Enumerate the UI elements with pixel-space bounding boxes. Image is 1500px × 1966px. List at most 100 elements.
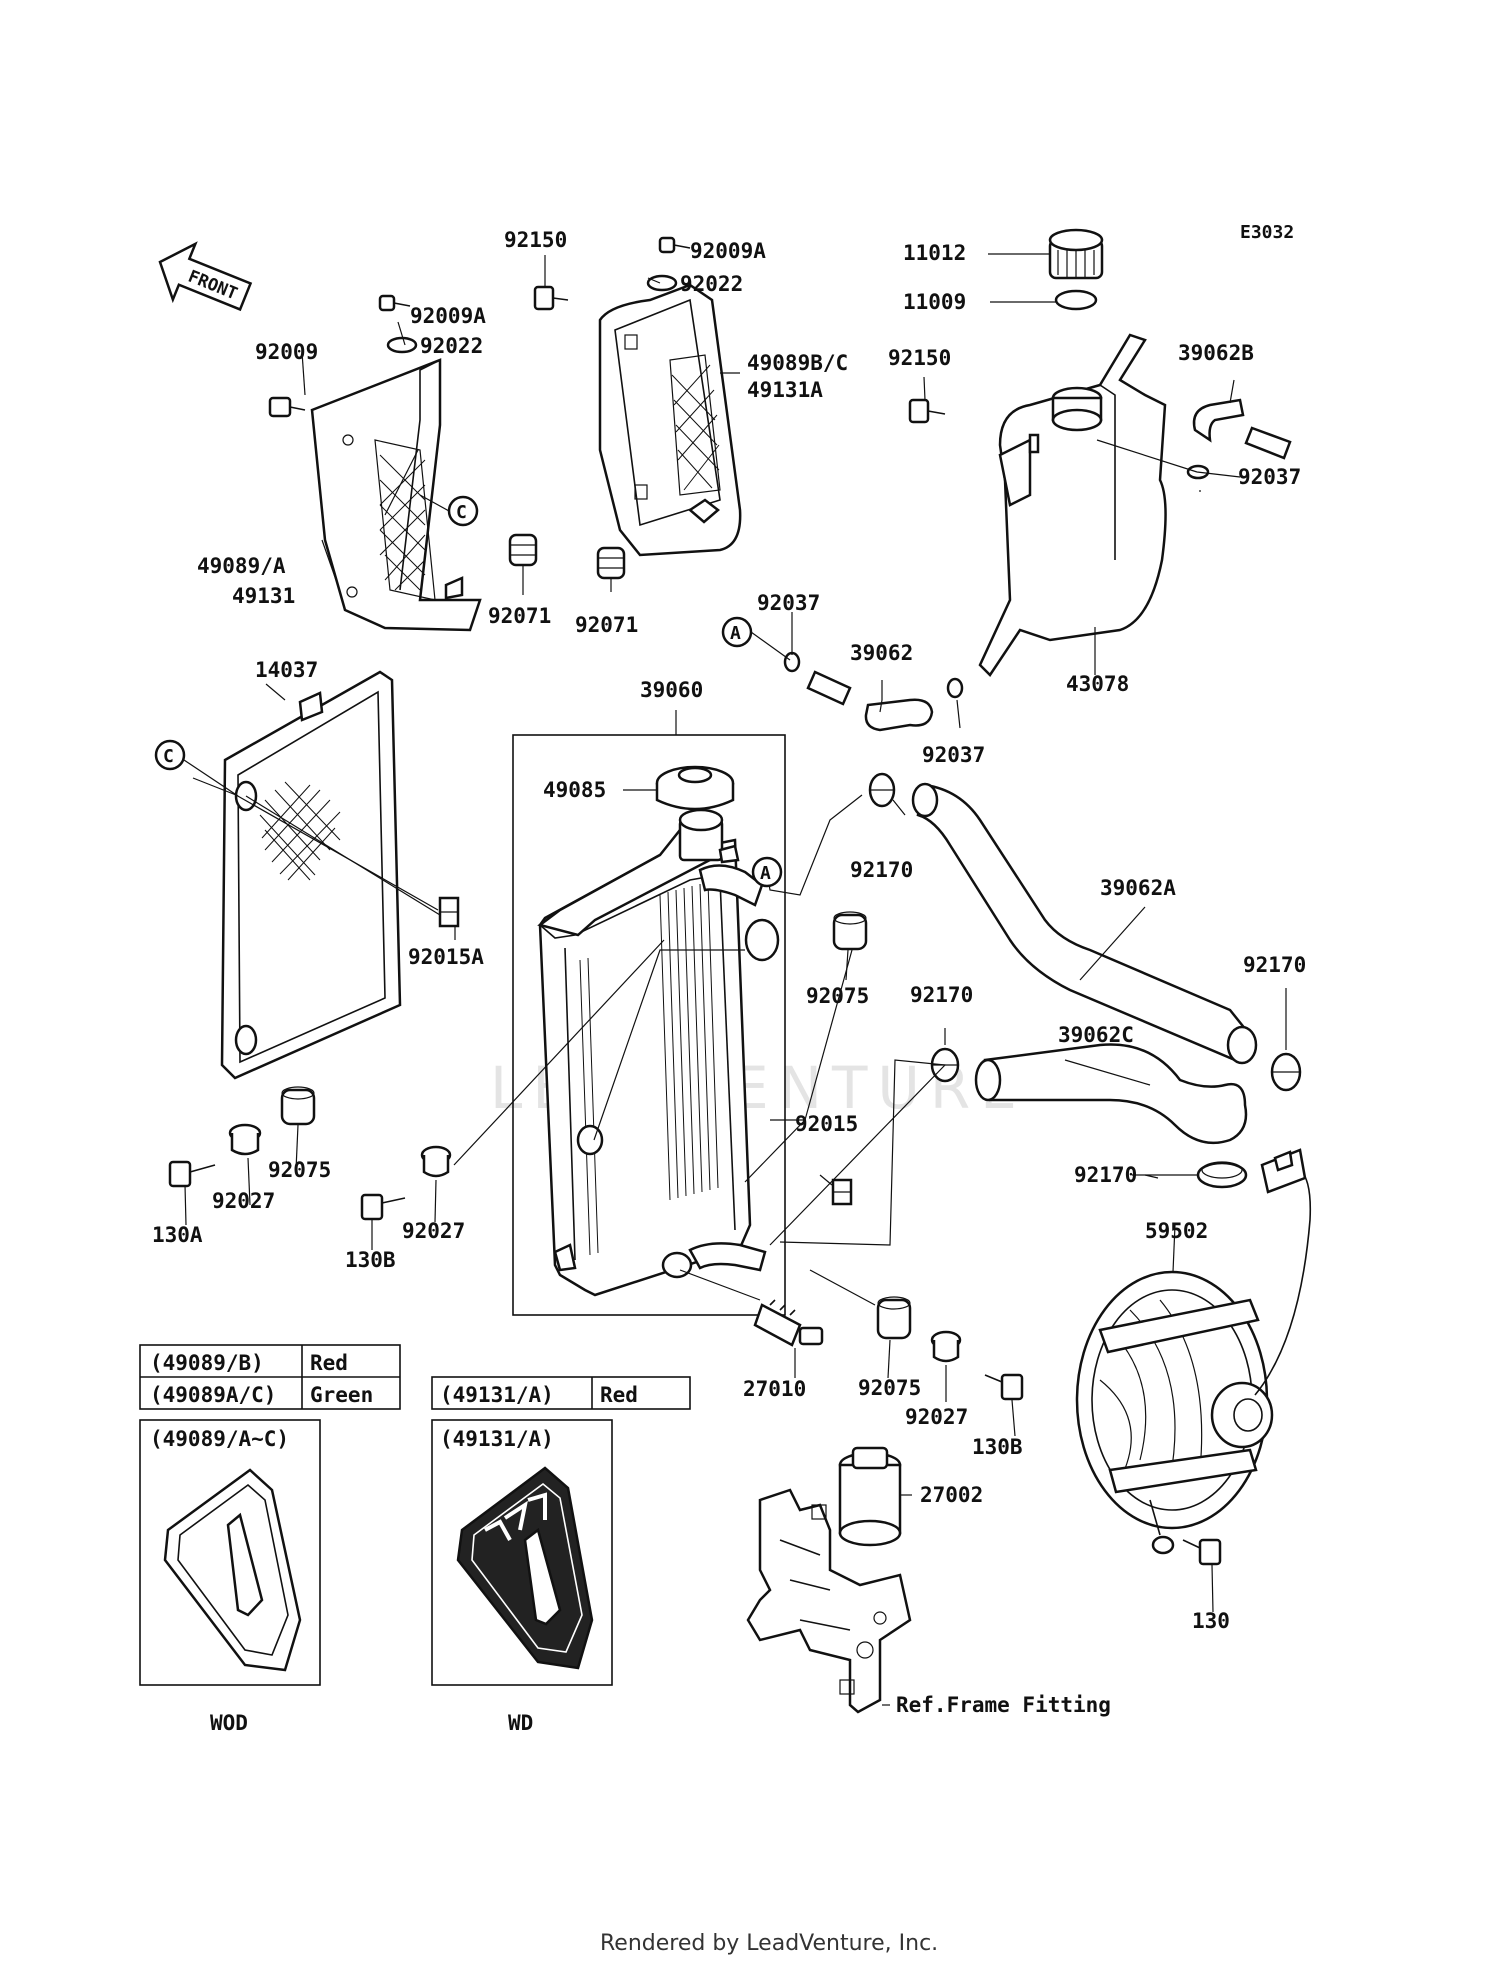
label-92009: 92009 [255,340,318,364]
bolt-130A-icon [168,1160,216,1188]
nut-92015-icon [831,1178,853,1206]
seal-11009-icon [1054,289,1098,311]
marker-c-shroud: C [447,495,479,527]
color-table-49131: (49131/A) Red [431,1376,691,1410]
marker-a-top: A [721,616,753,648]
grommet-92071-right-icon [596,546,626,580]
left-radiator-shroud [310,358,482,632]
bolt-92009-icon [268,396,306,418]
label-92037-mid: 92037 [757,591,820,615]
label-92170-c: 92170 [910,983,973,1007]
grommet-92075-a-icon [280,1086,316,1126]
svg-text:C: C [163,746,174,767]
color-table-49089-row2-color: Green [310,1383,373,1407]
color-table-49089-row1-color: Red [310,1351,348,1375]
collar-92027-a-icon [228,1123,262,1156]
label-49131: 49131 [232,584,295,608]
collar-92027-c-icon [930,1330,962,1363]
label-92037-low: 92037 [922,743,985,767]
clamp-92170-a-icon [868,772,896,808]
label-92150-top: 92150 [504,228,567,252]
footer-credit: Rendered by LeadVenture, Inc. [600,1931,938,1956]
callout-labels: 11012 11009 92150 92150 92009A 92009A 92… [152,228,1306,1717]
svg-text:C: C [456,502,467,523]
bolt-130B-b-icon [984,1373,1024,1401]
label-49089BC: 49089B/C [747,351,848,375]
marker-c-screen-leader [183,759,239,797]
right-radiator-shroud [598,283,742,557]
radiator-cap-49085-icon [655,765,735,811]
label-92027-c: 92027 [905,1405,968,1429]
label-92075-b: 92075 [806,984,869,1008]
washer-92022-left-icon [386,336,418,354]
cooling-fan [1075,1148,1312,1555]
marker-a-top-leader [750,631,791,661]
label-39060: 39060 [640,678,703,702]
label-92075-a: 92075 [268,1158,331,1182]
grommet-92071-left-icon [508,533,538,567]
bolt-130-icon [1182,1538,1222,1566]
label-92037-right: 92037 [1238,465,1301,489]
label-59502: 59502 [1145,1219,1208,1243]
front-arrow-icon: FRONT [158,241,253,312]
reservoir-tank [978,333,1167,677]
label-130A: 130A [152,1223,203,1247]
clamp-92037-low-icon [946,677,964,699]
radiator-core [537,808,780,1297]
label-92150-tank: 92150 [888,346,951,370]
label-11012: 11012 [903,241,966,265]
label-92027-a: 92027 [212,1189,275,1213]
label-92022-left: 92022 [420,334,483,358]
svg-text:A: A [730,623,741,644]
label-92170-b: 92170 [1243,953,1306,977]
label-92015: 92015 [795,1112,858,1136]
variant-wod-caption: WOD [210,1711,248,1735]
label-11009: 11009 [903,290,966,314]
label-92009A-left: 92009A [410,304,486,328]
variant-wod-title: (49089/A~C) [150,1427,289,1451]
bolt-92009A-left-icon [378,294,411,312]
marker-c-screen: C [154,739,186,771]
marker-c-shroud-leader [419,494,450,512]
label-49085: 49085 [543,778,606,802]
hose-39062-icon [806,670,934,732]
label-92027-b: 92027 [402,1219,465,1243]
label-92170-d: 92170 [1074,1163,1137,1187]
label-27002: 27002 [920,1483,983,1507]
clamp-92037-mid-icon [783,651,801,673]
label-39062B: 39062B [1178,341,1254,365]
radiator-screen [220,670,402,1080]
grommet-92075-c-icon [876,1296,912,1340]
label-92071-right: 92071 [575,613,638,637]
sensor-27010-icon [753,1299,824,1347]
hose-39062A-icon [911,782,1258,1065]
bolt-92009A-right-icon [658,236,691,254]
label-ref-frame-fitting: Ref.Frame Fitting [896,1693,1111,1717]
relay-27002-icon [838,1446,902,1547]
collar-92027-b-icon [420,1145,452,1178]
bracket-frame-fitting [746,1488,912,1714]
label-39062C: 39062C [1058,1023,1134,1047]
label-92009A-right: 92009A [690,239,766,263]
label-130: 130 [1192,1609,1230,1633]
washer-92022-right-icon [646,274,678,292]
label-130B-b: 130B [972,1435,1023,1459]
bolt-130B-a-icon [360,1193,406,1221]
color-table-49089-row2-part: (49089A/C) [150,1383,276,1407]
leader-lines [184,253,1287,1706]
cap-11012-icon [1048,228,1104,280]
color-table-49131-row1-part: (49131/A) [440,1383,554,1407]
variant-panel-wd: (49131/A) WD [431,1419,613,1735]
bolt-92150-tank-icon [908,398,946,424]
clamp-92170-d-icon [1196,1161,1248,1189]
label-92075-c: 92075 [858,1376,921,1400]
color-table-49089-row1-part: (49089/B) [150,1351,264,1375]
label-92022-right: 92022 [680,272,743,296]
bolt-92150-top-icon [533,285,569,311]
label-92170-a: 92170 [850,858,913,882]
label-43078: 43078 [1066,672,1129,696]
marker-a-radiator: A [751,856,783,888]
svg-text:A: A [760,863,771,884]
